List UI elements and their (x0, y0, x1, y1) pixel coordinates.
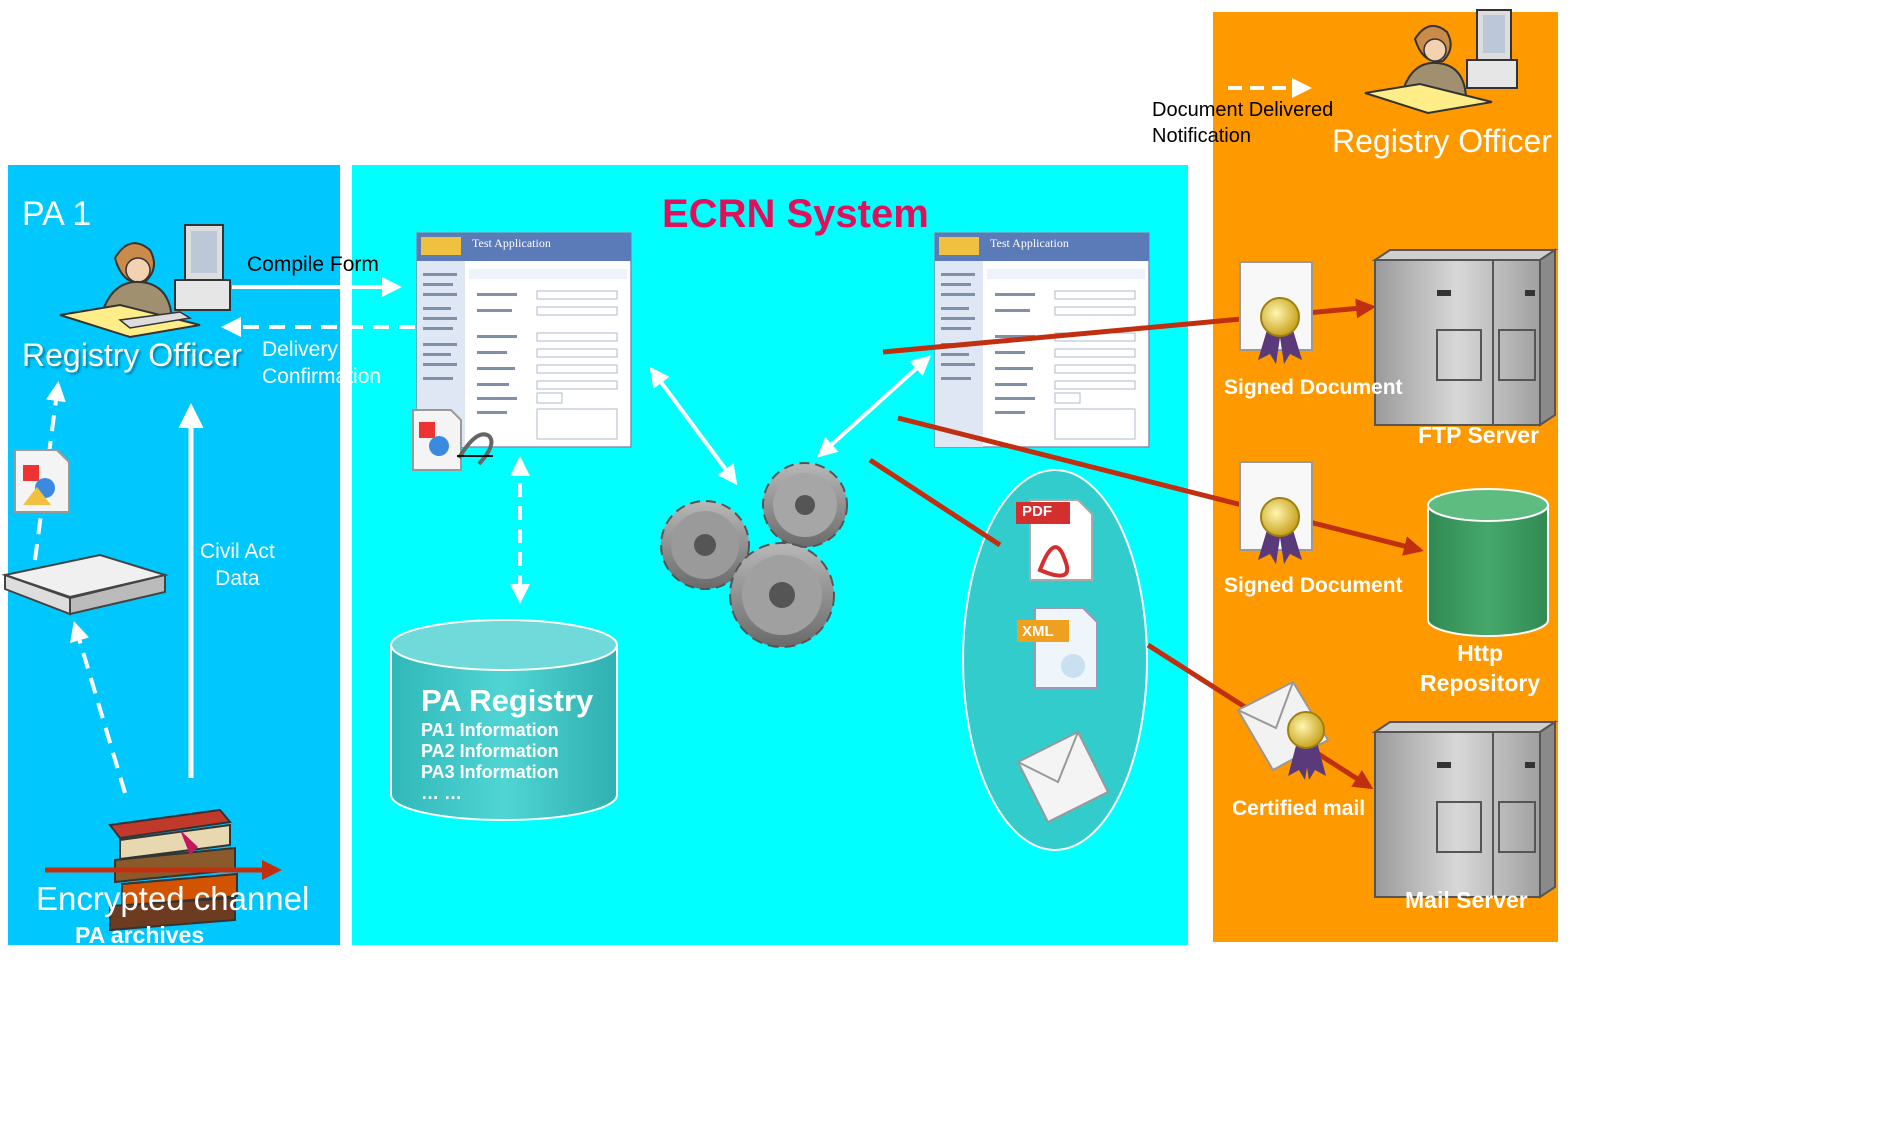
archive-scan-arrow (69, 621, 127, 794)
pdf-file-icon (1016, 499, 1093, 581)
signed-document-icon-2 (1239, 461, 1313, 564)
signed-document-label-2: Signed Document (1224, 574, 1403, 597)
encrypted-channel-label: Encrypted channel (36, 880, 310, 917)
form-screenshot-right (934, 232, 1150, 448)
registry-item: PA3 Information (421, 762, 559, 782)
xml-label: XML (1022, 623, 1054, 640)
ftp-server-icon (1371, 248, 1559, 427)
http-line-2: Repository (1420, 670, 1541, 696)
registry-officer-label-right: Registry Officer (1332, 123, 1552, 159)
scanner-icon (1, 553, 169, 616)
signed-document-icon-1 (1239, 261, 1313, 364)
registry-item: PA1 Information (421, 720, 559, 740)
pa-registry-title: PA Registry (421, 683, 594, 718)
mail-server-icon (1371, 720, 1559, 899)
image-file-icon (14, 449, 70, 513)
books-icon (108, 808, 238, 932)
pdf-label: PDF (1022, 503, 1052, 520)
signed-document-label-1: Signed Document (1224, 376, 1403, 399)
http-delivery-arrow (897, 415, 1424, 556)
gears-icon (660, 462, 848, 648)
registry-item: PA2 Information (421, 741, 559, 761)
civil-line-2: Data (215, 567, 260, 590)
ftp-server-label: FTP Server (1418, 422, 1540, 448)
civil-act-data-label: Civil Act Data (200, 538, 275, 592)
certified-mail-label: Certified mail (1232, 797, 1366, 820)
ecrn-system-title: ECRN System (662, 192, 929, 236)
format-conversion-arrow (868, 457, 1002, 548)
document-delivered-notification-label: Document Delivered Notification (1152, 97, 1333, 149)
pa-panel-title: PA 1 (22, 195, 92, 233)
http-repository-label: Http Repository (1420, 638, 1540, 698)
delivery-confirmation-label: Delivery Confirmation (262, 336, 381, 390)
civil-line-1: Civil Act (200, 540, 275, 563)
form-app-title-left: Test Application (472, 236, 551, 250)
attachment-icon (412, 409, 494, 471)
registry-item: … … (421, 783, 463, 803)
compile-form-label: Compile Form (247, 253, 379, 276)
notification-line-1: Document Delivered (1152, 99, 1334, 121)
mail-server-label: Mail Server (1405, 887, 1528, 913)
delivery-line-1: Delivery (262, 338, 338, 361)
registry-officer-figure-right (1364, 9, 1518, 115)
delivery-line-2: Confirmation (262, 365, 382, 388)
registry-officer-figure (59, 224, 231, 339)
pa-registry-database (390, 619, 618, 821)
envelope-icon (1016, 730, 1110, 824)
pa-archives-label: PA archives (75, 922, 205, 948)
form-app-title-right: Test Application (990, 236, 1069, 250)
http-repository-database (1427, 488, 1549, 637)
registry-officer-label: Registry Officer (22, 337, 242, 373)
pa-registry-list: PA1 Information PA2 Information PA3 Info… (421, 720, 559, 804)
xml-file-icon (1017, 607, 1098, 689)
certified-mail-icon (1236, 680, 1330, 780)
notification-line-2: Notification (1152, 125, 1251, 147)
http-line-1: Http (1457, 640, 1504, 666)
engine-to-form-arrow (817, 355, 931, 458)
form-to-engine-arrow (649, 366, 738, 486)
